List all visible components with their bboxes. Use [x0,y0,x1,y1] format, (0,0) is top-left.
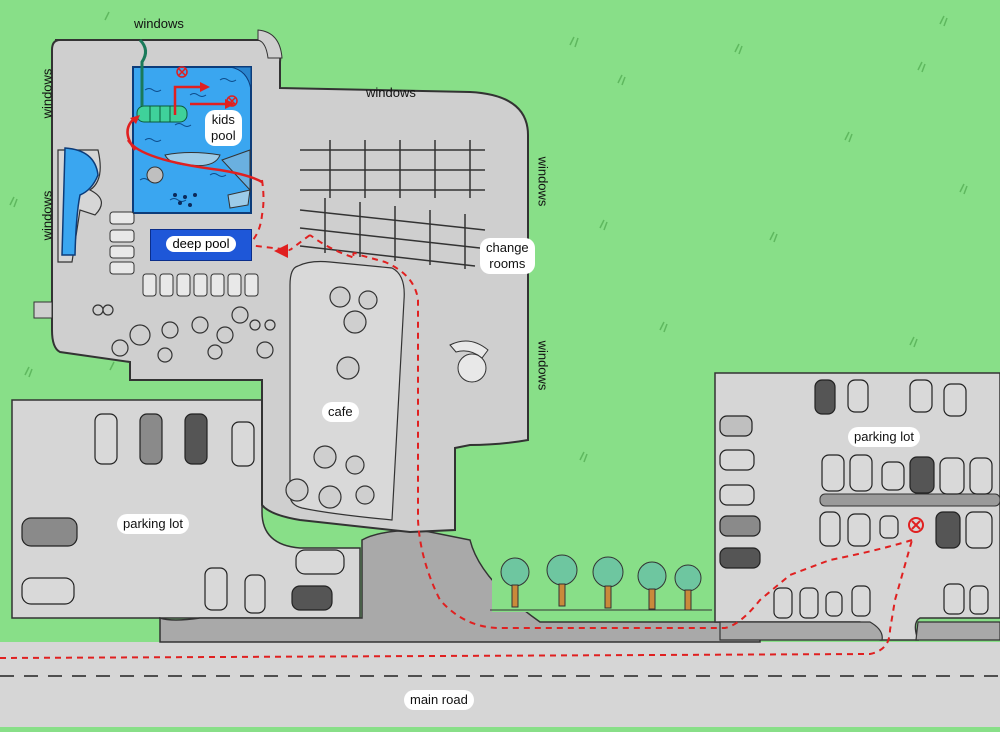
pool-steps [229,66,252,91]
slide-icon [136,105,188,123]
label-change-rooms: change rooms [480,238,535,274]
label-kids-pool: kids pool [205,110,242,146]
kids-pool-line1: kids [211,112,235,127]
deep-pool: deep pool [150,229,252,261]
label-cafe: cafe [322,402,359,422]
trees [490,548,712,612]
label-windows-right-lower: windows [535,340,551,391]
label-parking-lot-right: parking lot [848,427,920,447]
lot-exit [719,621,883,641]
pool-route-arrows [126,85,263,184]
label-windows-right-upper: windows [535,156,551,207]
parking-divider [819,493,1000,507]
label-parking-lot-left: parking lot [117,514,189,534]
label-deep-pool: deep pool [166,236,236,252]
grass-tufts [9,11,968,463]
label-windows-mid: windows [366,85,416,100]
label-windows-left-upper: windows [39,68,55,119]
change-rooms-line1: change [486,240,529,255]
kids-pool-line2: pool [211,128,236,143]
label-windows-left-lower: windows [39,190,55,241]
label-main-road: main road [404,690,474,710]
cars [21,379,993,619]
walking-route [0,179,913,659]
label-windows-top: windows [134,16,184,31]
change-room-stalls [299,140,486,269]
fountain-icon [457,353,487,383]
destination-marker-icon [176,66,924,533]
change-rooms-line2: rooms [489,256,526,271]
lot-exit-right [915,621,1000,641]
loungers [109,211,259,297]
tables [92,286,378,509]
jets [173,193,197,207]
